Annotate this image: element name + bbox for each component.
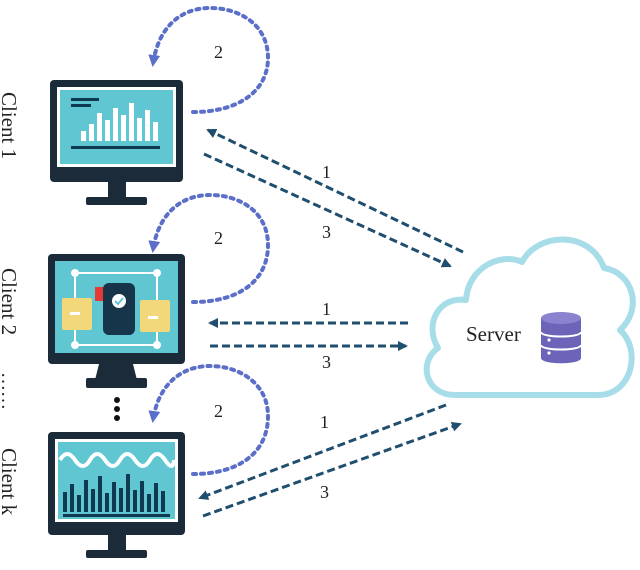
- database-icon: [540, 312, 582, 364]
- client-k-monitor: [48, 432, 185, 558]
- client-2-label: Client 2: [0, 268, 21, 335]
- client-k-label: Client k: [0, 448, 21, 516]
- client-1-loop-step: 2: [214, 42, 223, 62]
- client-k-download-step: 3: [320, 482, 329, 502]
- client-k-local-loop: [148, 363, 271, 476]
- client-1-download-step: 3: [322, 222, 331, 242]
- client-2-upload-step: 1: [322, 299, 331, 319]
- server-cloud: [423, 236, 636, 398]
- client-2-monitor: [48, 254, 185, 388]
- client-2-download-step: 3: [322, 352, 331, 372]
- client-ellipsis-label: ……: [0, 372, 18, 410]
- server-label: Server: [466, 322, 521, 346]
- client-2-loop-step: 2: [214, 228, 223, 248]
- client-1-upload-step: 1: [322, 162, 331, 182]
- client-1-upload-arrow: [203, 152, 452, 268]
- client-k-download-arrow: [198, 403, 447, 500]
- client-2-local-loop: [148, 192, 271, 304]
- client-1-local-loop: [148, 5, 271, 114]
- client-k-upload-arrow: [202, 421, 462, 518]
- client-k-loop-step: 2: [214, 401, 223, 421]
- client-1-download-arrow: [206, 128, 464, 254]
- client-1-monitor: [50, 80, 183, 205]
- client-1-label: Client 1: [0, 92, 21, 159]
- more-clients-dots: [114, 397, 120, 421]
- client-k-upload-step: 1: [320, 412, 329, 432]
